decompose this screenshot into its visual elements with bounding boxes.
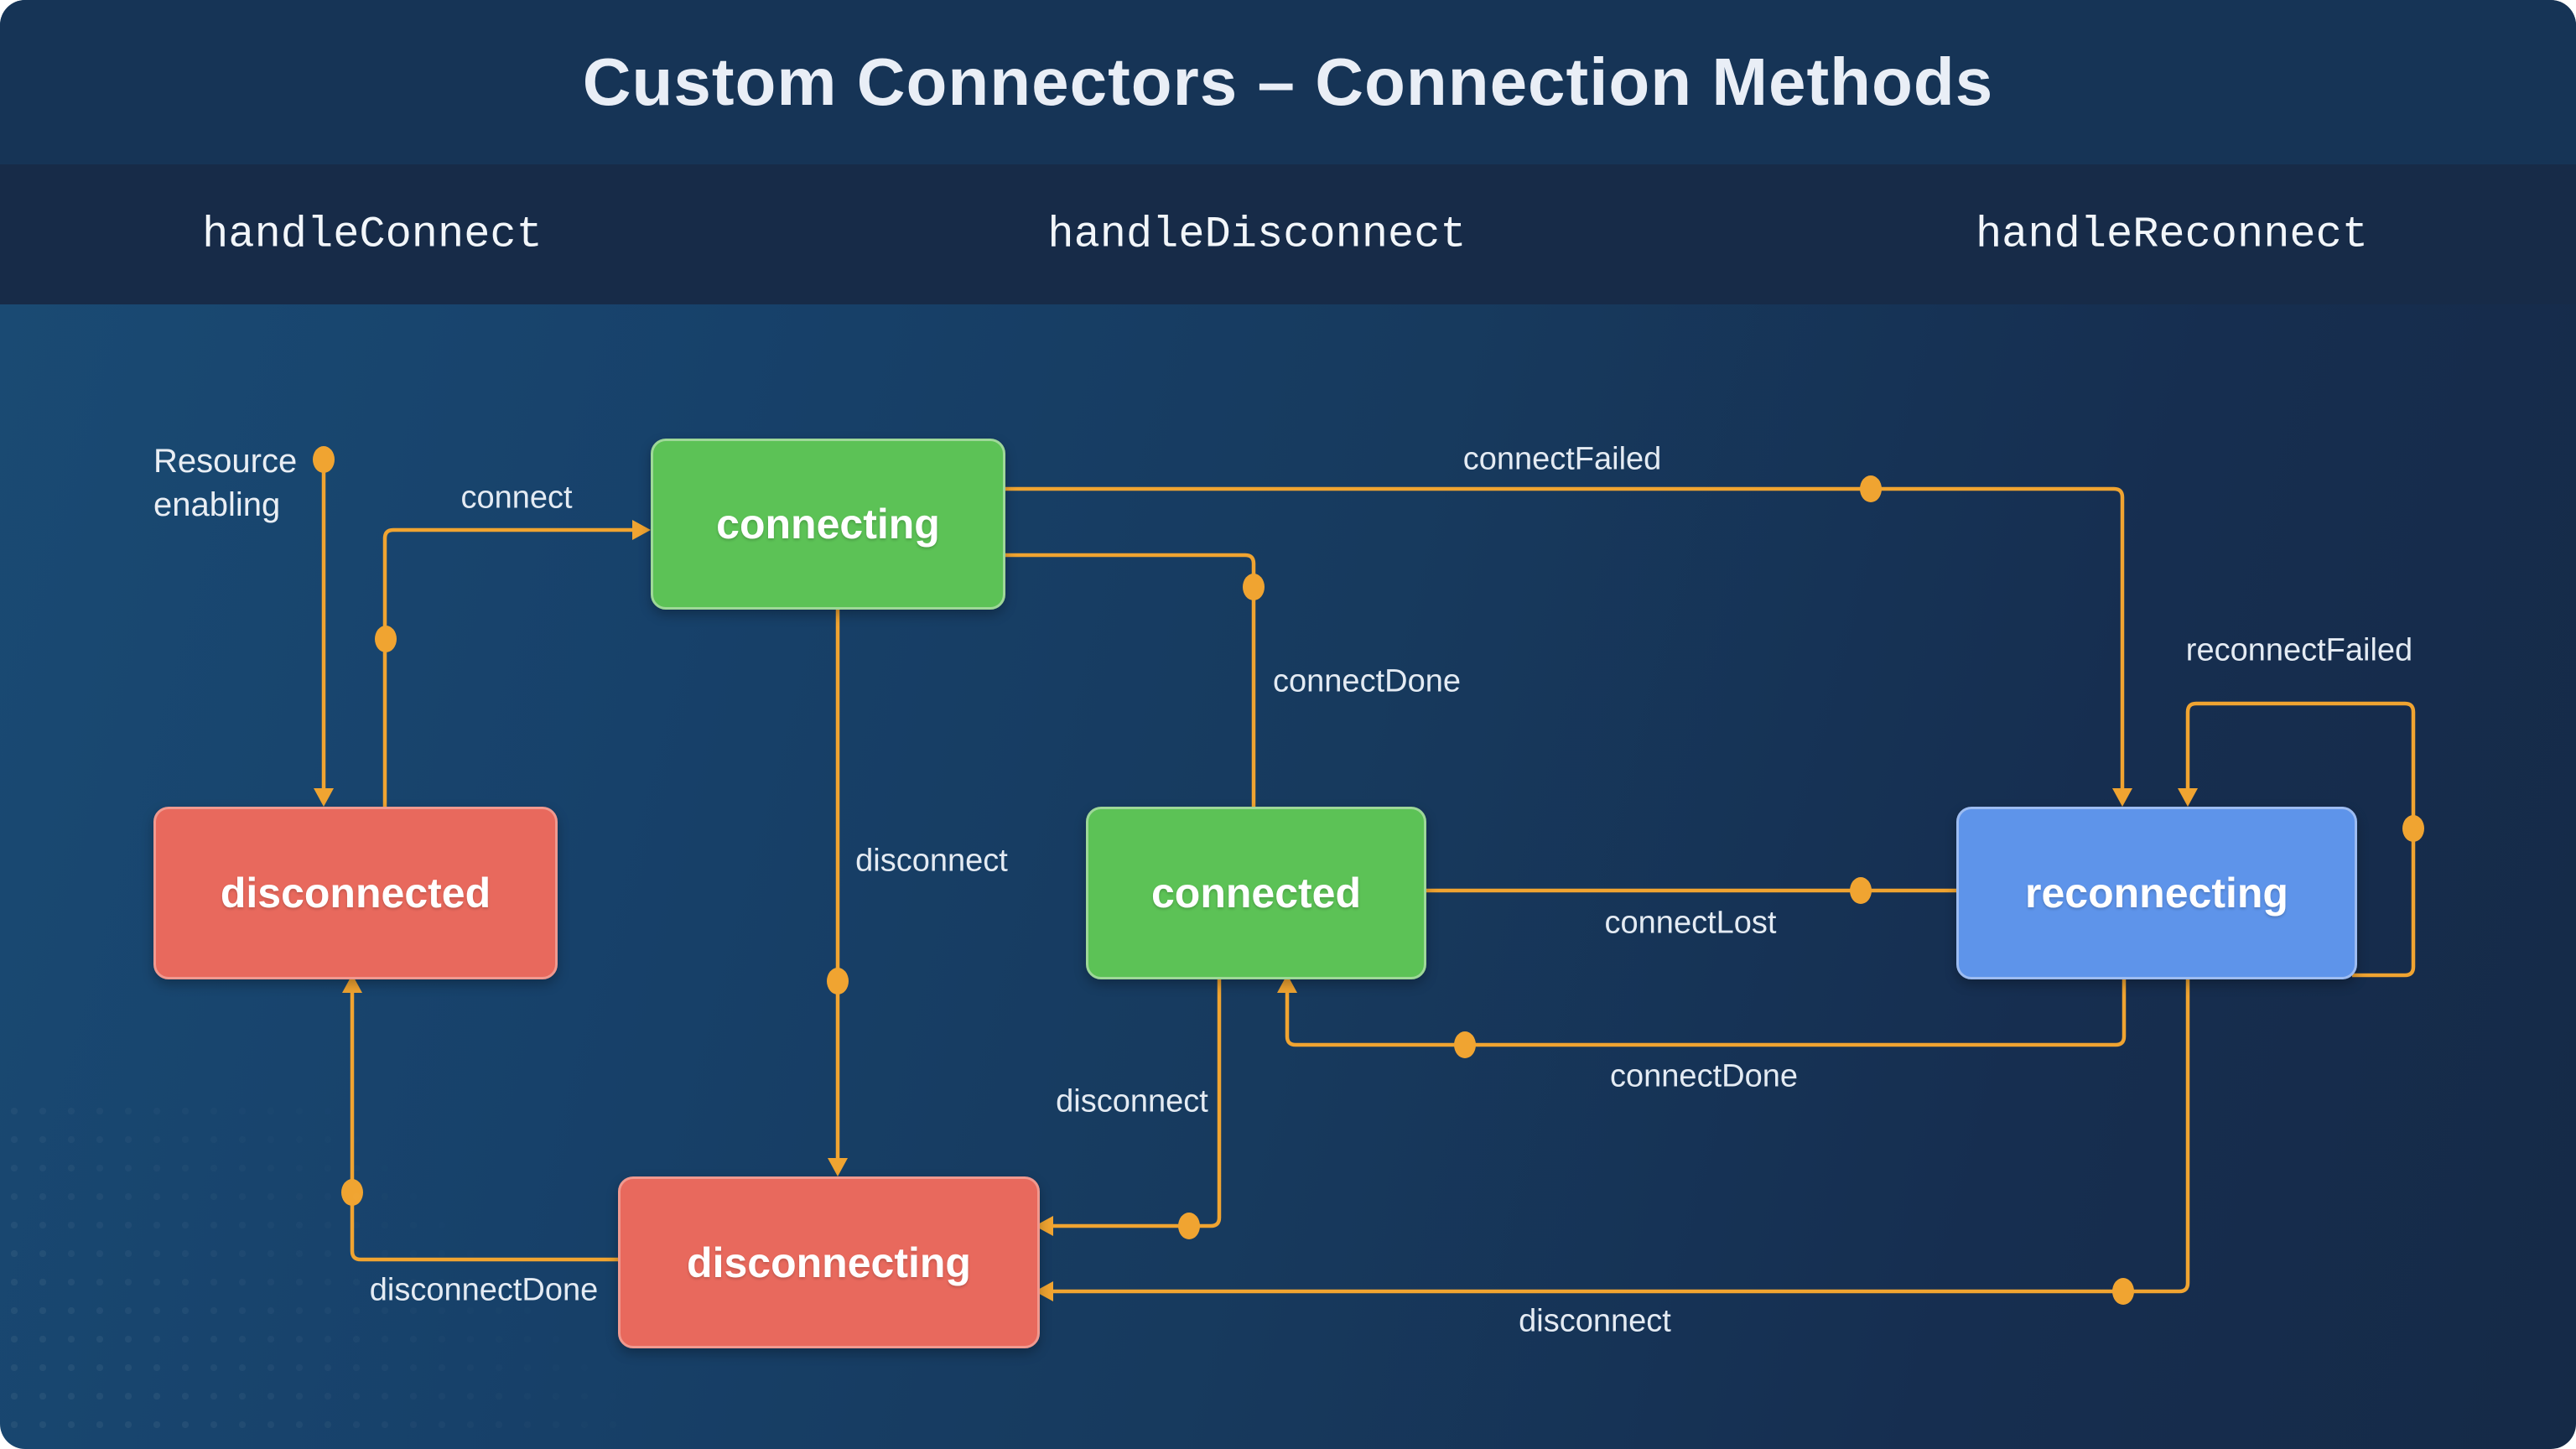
edge-label-reconnect-failed: reconnectFailed [2185, 632, 2413, 668]
junction-dot [1178, 1213, 1200, 1239]
junction-dot [313, 446, 335, 473]
junction-dot [1454, 1031, 1476, 1058]
edge-connect-done-lower [1285, 974, 2127, 1047]
method-handle-reconnect: handleReconnect [1975, 210, 2369, 259]
edge-label-connect: connect [460, 480, 573, 516]
arrowhead-into-disconnected-top [314, 788, 334, 807]
arrowhead-into-connected-bottom [1277, 974, 1297, 993]
edge-label-connect-done-lower: connectDone [1610, 1058, 1798, 1094]
state-label: disconnected [220, 870, 491, 917]
method-bar: handleConnect handleDisconnect handleRec… [0, 164, 2576, 304]
title-bar: Custom Connectors – Connection Methods [0, 0, 2576, 164]
junction-dot [1850, 877, 1872, 904]
page-title: Custom Connectors – Connection Methods [582, 44, 1994, 119]
edge-label-disconnect-done: disconnectDone [369, 1272, 599, 1308]
junction-dot [2112, 1278, 2134, 1305]
arrowhead-into-disconnecting-right-lower [1035, 1281, 1053, 1301]
state-node-reconnecting: reconnecting [1956, 807, 2357, 979]
state-node-disconnecting: disconnecting [618, 1176, 1040, 1348]
edge-label-connect-lost: connectLost [1604, 905, 1777, 941]
arrowhead-into-disconnected-bottom [342, 974, 362, 993]
state-label: connecting [716, 501, 940, 548]
edge-label-connect-done-upper: connectDone [1273, 663, 1461, 699]
state-node-connected: connected [1086, 807, 1426, 979]
state-node-disconnected: disconnected [153, 807, 558, 979]
edge-label-connect-failed: connectFailed [1462, 441, 1662, 477]
junction-dot [341, 1179, 363, 1206]
junction-dot [1860, 475, 1882, 502]
junction-dot [1243, 574, 1265, 600]
state-label: disconnecting [687, 1239, 971, 1286]
arrowhead-into-disconnecting-right-upper [1035, 1216, 1053, 1236]
edge-connect [382, 527, 634, 807]
arrowhead-connect-failed [2112, 788, 2132, 807]
edge-disconnect-from-connected [1052, 974, 1222, 1228]
arrowhead-into-disconnecting-top [828, 1158, 848, 1176]
edge-disconnect-done [350, 991, 618, 1262]
edge-connect-done-upper [1000, 553, 1256, 807]
method-handle-disconnect: handleDisconnect [1047, 210, 1467, 259]
edge-label-disconnect-middle: disconnect [855, 843, 1008, 879]
edge-label-resource-enabling: Resource enabling [153, 443, 298, 523]
junction-dot [827, 968, 849, 995]
junction-dot [375, 626, 397, 652]
state-node-connecting: connecting [651, 439, 1005, 610]
method-handle-connect: handleConnect [202, 210, 543, 259]
state-label: connected [1150, 870, 1362, 917]
arrowhead-reconnect-failed [2178, 788, 2198, 807]
edge-disconnect-bottom [1052, 974, 2190, 1294]
edge-connect-failed [1000, 486, 2125, 790]
state-label: reconnecting [2025, 870, 2288, 917]
arrowhead-into-connecting-left [632, 520, 651, 540]
edge-label-disconnect-from-connected: disconnect [1056, 1083, 1208, 1119]
edge-reconnect-failed [2185, 701, 2416, 978]
junction-dot [2402, 815, 2424, 842]
edge-label-disconnect-bottom: disconnect [1519, 1303, 1671, 1339]
